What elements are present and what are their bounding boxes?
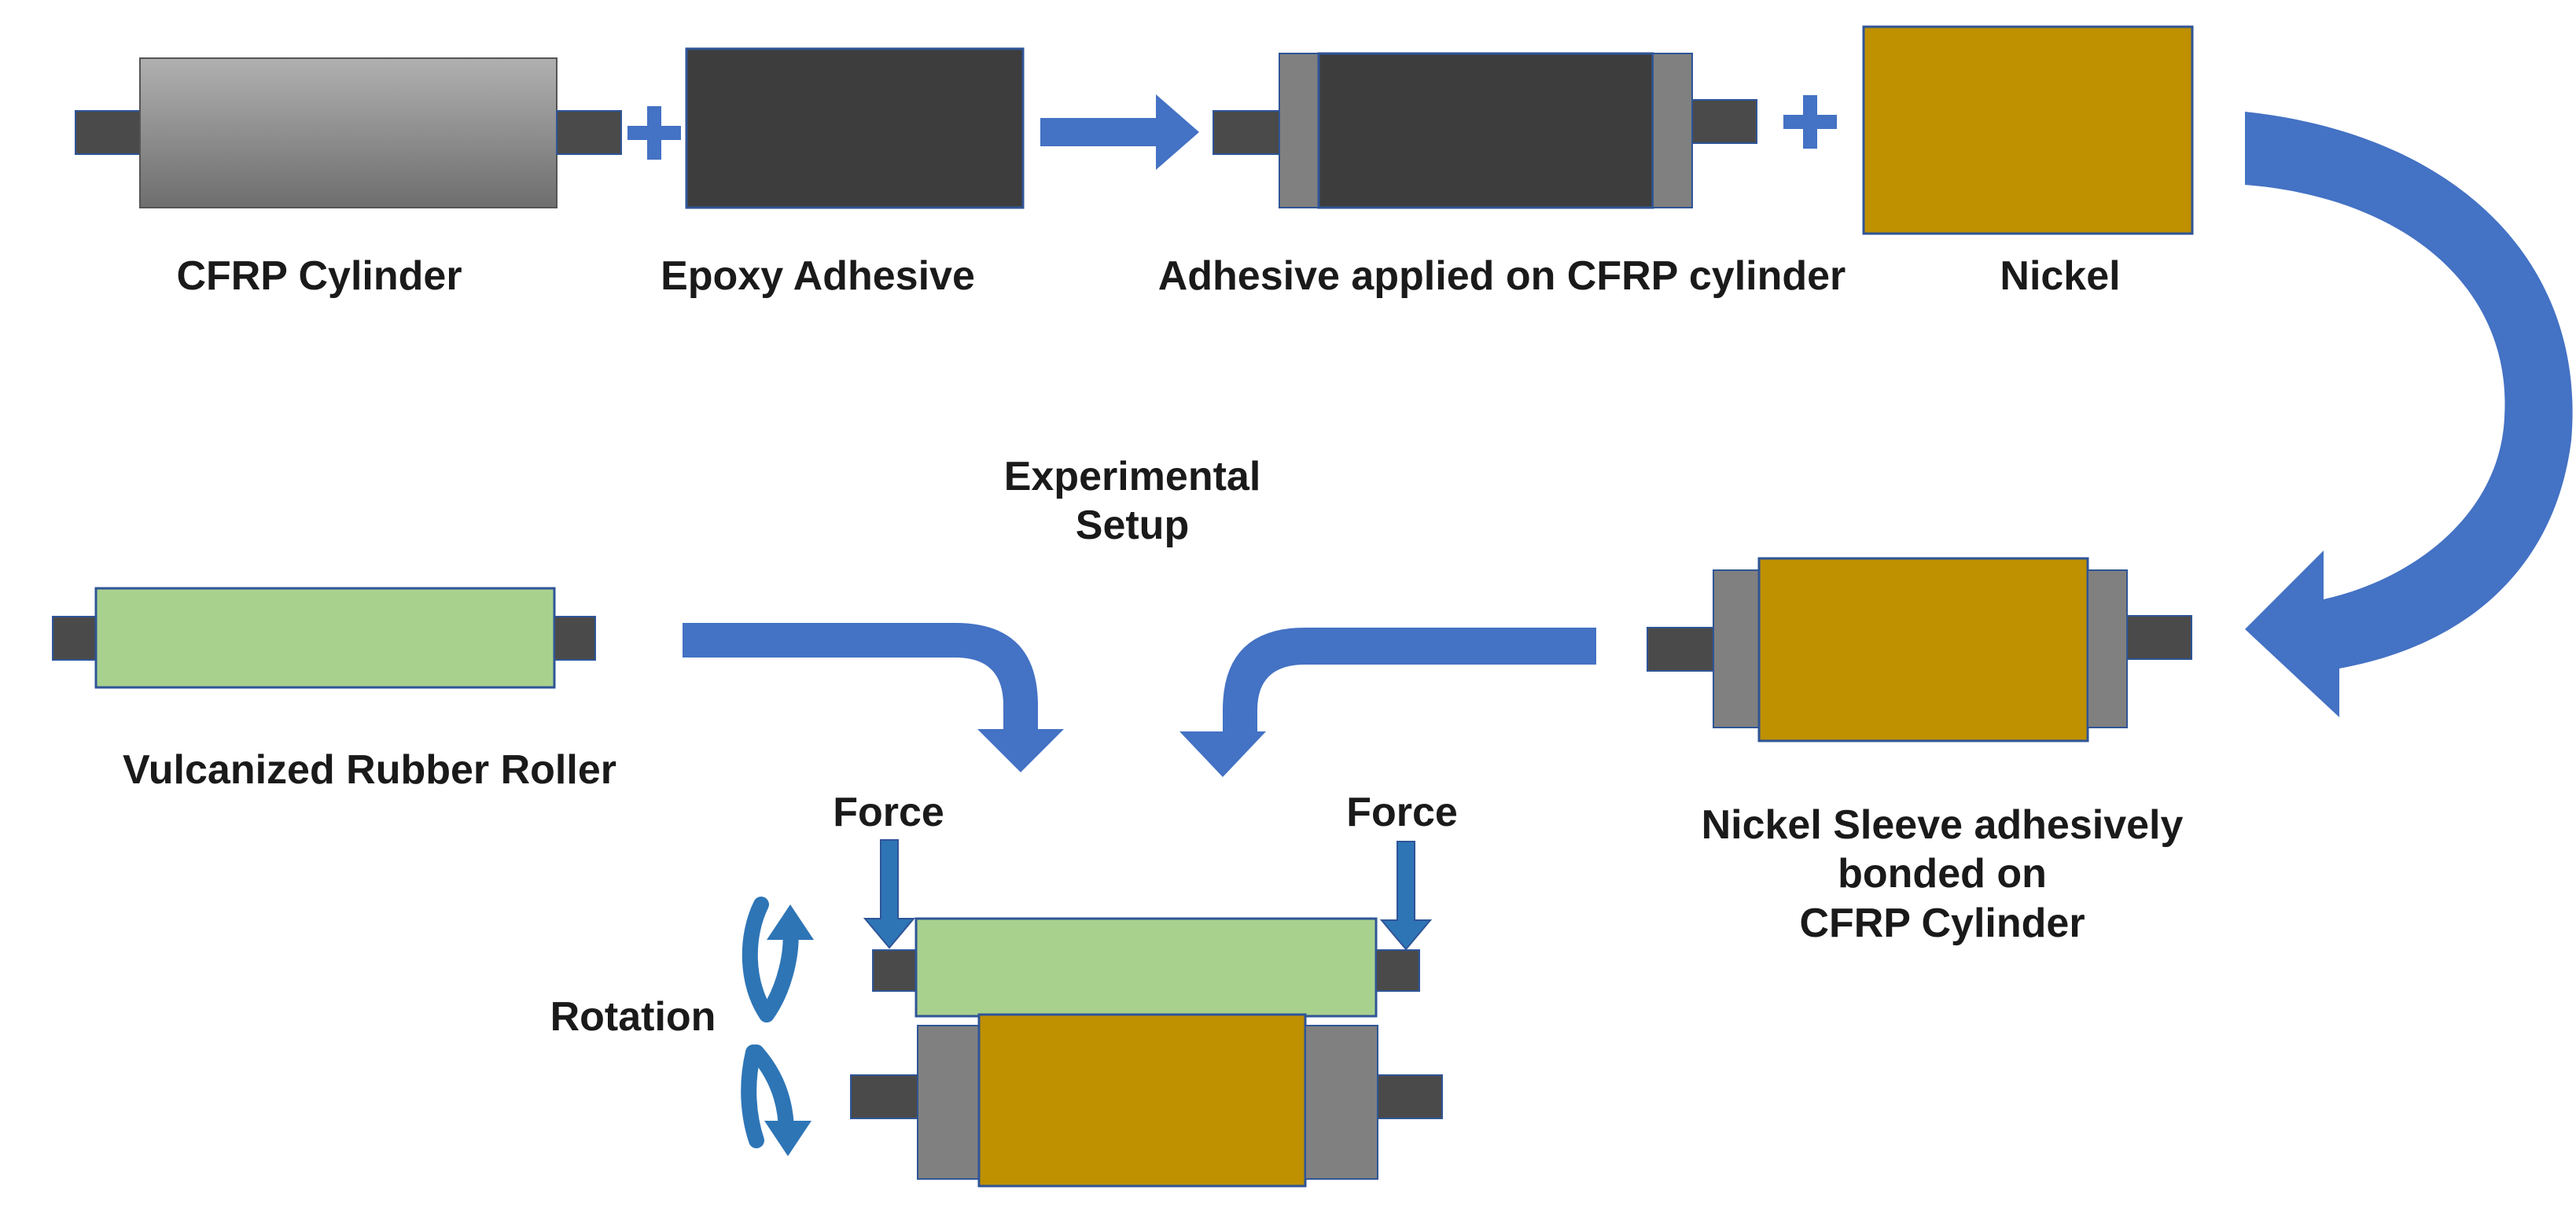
right-arrow-icon [1040, 94, 1199, 170]
cfrp-body [139, 57, 558, 208]
setup-nickel-roller [850, 1013, 1443, 1188]
label-adhesive-applied: Adhesive applied on CFRP cylinder [1157, 253, 1846, 299]
bent-arrow-down-icon [683, 623, 1064, 772]
rubber-left-shaft [52, 616, 97, 661]
adhesive-applied-roller [1213, 52, 1757, 209]
sleeve-right-cap [2087, 569, 2128, 728]
label-vulcanized-rubber-roller: Vulcanized Rubber Roller [123, 747, 616, 793]
label-rotation: Rotation [550, 994, 716, 1040]
rubber-right-shaft [554, 616, 596, 661]
rubber-roller [52, 587, 596, 689]
label-force-left: Force [833, 790, 944, 835]
applied-right-cap [1652, 53, 1693, 208]
sleeve-nickel-body [1757, 557, 2089, 742]
setup-rubber-right-shaft [1375, 949, 1420, 992]
force-arrow-icon [863, 839, 916, 949]
setup-rubber-roller [872, 917, 1420, 1018]
curved-arrow-icon [2245, 112, 2573, 717]
cfrp-right-shaft [556, 110, 622, 155]
applied-left-shaft [1213, 110, 1280, 155]
setup-nickel-left-shaft [850, 1074, 918, 1119]
label-nickel-sleeve-line-1: Nickel Sleeve adhesively [1701, 802, 2184, 848]
nickel-sleeve-roller [1647, 557, 2192, 742]
label-nickel-sleeve-line-3: CFRP Cylinder [1799, 900, 2085, 946]
rotation-up-icon [742, 897, 814, 1022]
setup-rubber-left-shaft [872, 949, 917, 992]
setup-nickel-left-cap [917, 1025, 980, 1180]
label-nickel: Nickel [2000, 253, 2121, 299]
bent-arrow-down-icon [1179, 628, 1596, 777]
rotation-down-icon [741, 1044, 811, 1156]
applied-left-cap [1279, 53, 1319, 208]
label-experimental-setup: Experimental Setup [944, 452, 1321, 551]
setup-nickel-body [977, 1013, 1307, 1188]
label-nickel-sleeve-line-2: bonded on [1838, 851, 2047, 897]
label-experimental-setup-line-1: Experimental [1003, 454, 1261, 499]
label-epoxy-adhesive: Epoxy Adhesive [661, 253, 975, 299]
plus-icon [1783, 95, 1837, 149]
rubber-body [94, 587, 556, 689]
setup-rubber-body [914, 917, 1378, 1018]
label-experimental-setup-line-2: Setup [1075, 503, 1190, 549]
nickel-block [1862, 25, 2194, 235]
applied-adhesive-body [1317, 52, 1654, 209]
force-arrow-icon [1379, 841, 1433, 951]
cfrp-left-shaft [75, 110, 141, 155]
plus-icon [627, 106, 681, 160]
cfrp-cylinder-roller [75, 57, 622, 208]
applied-right-shaft [1691, 99, 1757, 144]
epoxy-adhesive-block [685, 47, 1025, 209]
setup-nickel-right-shaft [1377, 1074, 1443, 1119]
sleeve-left-cap [1713, 569, 1760, 728]
label-nickel-sleeve: Nickel Sleeve adhesively bonded on CFRP … [1620, 801, 2265, 948]
sleeve-left-shaft [1647, 627, 1714, 672]
sleeve-right-shaft [2126, 615, 2192, 660]
label-cfrp-cylinder: CFRP Cylinder [176, 253, 462, 299]
setup-nickel-right-cap [1305, 1025, 1378, 1180]
label-force-right: Force [1346, 790, 1458, 835]
